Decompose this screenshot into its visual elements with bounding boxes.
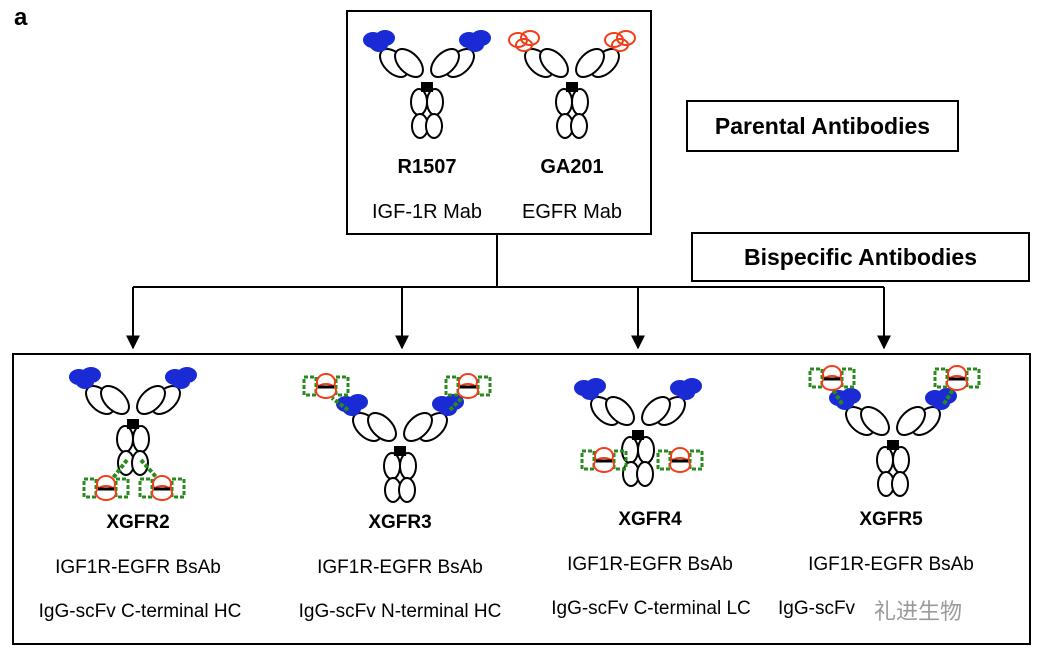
bsab-format-3: IgG-scFv C-terminal LC (551, 598, 751, 619)
parental-desc-2: EGFR Mab (521, 201, 623, 223)
bsab-desc-2: IGF1R-EGFR BsAb (317, 557, 483, 578)
antibody-ga201 (508, 30, 636, 139)
parental-legend: Parental Antibodies (686, 100, 959, 152)
bsab-format-2: IgG-scFv N-terminal HC (298, 601, 502, 622)
parental-name-1: R1507 (397, 156, 457, 178)
antibody-xgfr5 (808, 365, 981, 497)
bispecific-box (12, 353, 1031, 645)
antibody-r1507 (363, 30, 491, 139)
antibody-xgfr3 (302, 373, 492, 503)
bsab-desc-3: IGF1R-EGFR BsAb (567, 554, 733, 575)
bsab-format-4: IgG-scFv (778, 598, 856, 619)
antibody-xgfr2 (69, 367, 197, 501)
watermark: 礼进生物 (870, 594, 967, 626)
bsab-format-1: IgG-scFv C-terminal HC (38, 601, 242, 622)
bsab-name-4: XGFR5 (859, 509, 923, 530)
parental-name-2: GA201 (540, 156, 604, 178)
parental-box (346, 10, 652, 235)
bsab-name-2: XGFR3 (368, 512, 432, 533)
antibody-xgfr4 (574, 378, 704, 487)
bispecific-legend: Bispecific Antibodies (691, 232, 1030, 282)
parental-desc-1: IGF-1R Mab (371, 201, 483, 223)
bsab-desc-1: IGF1R-EGFR BsAb (55, 557, 221, 578)
bsab-name-1: XGFR2 (106, 512, 170, 533)
bsab-desc-4: IGF1R-EGFR BsAb (808, 554, 974, 575)
panel-label: a (14, 4, 28, 31)
bsab-name-3: XGFR4 (618, 509, 682, 530)
